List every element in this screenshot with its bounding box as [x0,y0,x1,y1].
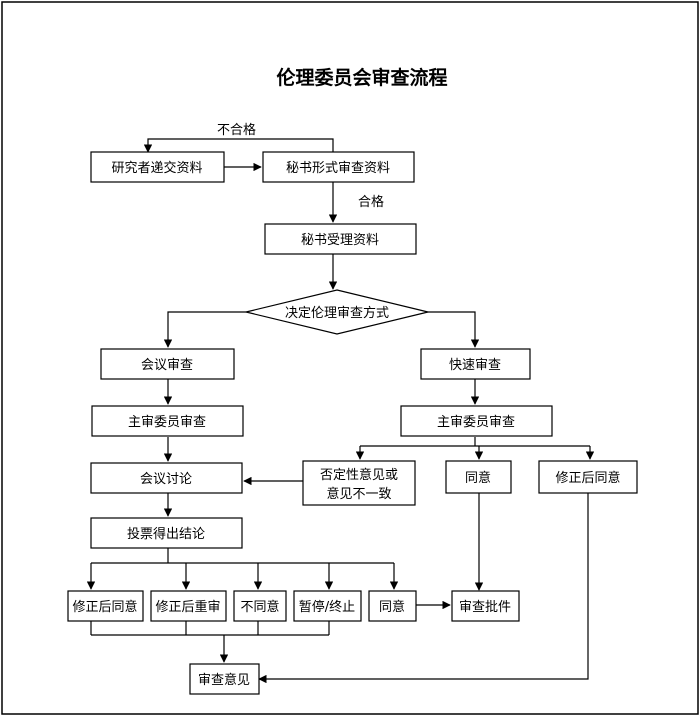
svg-text:决定伦理审查方式: 决定伦理审查方式 [285,305,389,321]
svg-text:快速审查: 快速审查 [449,358,501,373]
node-out-revise-agree: 修正后同意 [67,590,144,622]
svg-text:暂停/终止: 暂停/终止 [299,599,355,615]
svg-text:修正后同意: 修正后同意 [72,599,137,615]
svg-text:主审委员审查: 主审委员审查 [128,415,206,430]
svg-text:意见不一致: 意见不一致 [326,486,391,502]
node-out-agree: 同意 [368,590,417,622]
node-meeting-review: 会议审查 [100,348,235,380]
svg-text:同意: 同意 [465,470,491,486]
node-meeting-discussion: 会议讨论 [90,462,243,494]
svg-text:主审委员审查: 主审委员审查 [437,415,515,430]
node-approval: 审查批件 [451,590,520,622]
svg-text:修正后重审: 修正后重审 [155,599,220,615]
node-out-suspend: 暂停/终止 [293,590,362,622]
svg-text:审查意见: 审查意见 [198,672,250,688]
node-fast-agree: 同意 [445,460,512,494]
node-out-revise-review: 修正后重审 [150,590,227,622]
svg-text:会议讨论: 会议讨论 [140,472,192,487]
node-out-disagree: 不同意 [233,590,287,622]
node-fast-review: 快速审查 [420,348,531,380]
svg-text:修正后同意: 修正后同意 [555,470,620,486]
svg-text:研究者递交资料: 研究者递交资料 [111,160,202,176]
edge-fail-loop [143,138,334,153]
node-review-opinion: 审查意见 [189,663,260,695]
node-secretary-form-review: 秘书形式审查资料 [262,151,415,183]
label-pass: 合格 [358,194,384,210]
label-fail: 不合格 [217,122,256,138]
svg-text:否定性意见或: 否定性意见或 [320,467,398,483]
edge-decide-to-fast [428,311,480,348]
svg-text:秘书受理资料: 秘书受理资料 [301,233,379,248]
node-decide-method: 决定伦理审查方式 [245,289,429,335]
node-negative-opinion: 否定性意见或 意见不一致 [302,460,416,506]
svg-text:会议审查: 会议审查 [141,358,193,373]
edge-decide-to-meeting [163,311,246,348]
svg-text:不同意: 不同意 [240,599,279,615]
edge-fast-revise-to-opinion [258,493,589,684]
svg-text:投票得出结论: 投票得出结论 [127,526,205,542]
node-fast-revise-agree: 修正后同意 [538,460,638,494]
svg-text:审查批件: 审查批件 [459,600,511,615]
node-main-reviewer-left: 主审委员审查 [91,405,244,437]
node-main-reviewer-right: 主审委员审查 [400,405,553,437]
node-secretary-accept: 秘书受理资料 [264,223,417,255]
svg-text:秘书形式审查资料: 秘书形式审查资料 [286,161,390,176]
node-researcher-submit: 研究者递交资料 [90,151,225,183]
page-title: 伦理委员会审查流程 [276,66,447,89]
node-vote-conclusion: 投票得出结论 [90,517,243,549]
svg-text:同意: 同意 [379,599,405,615]
